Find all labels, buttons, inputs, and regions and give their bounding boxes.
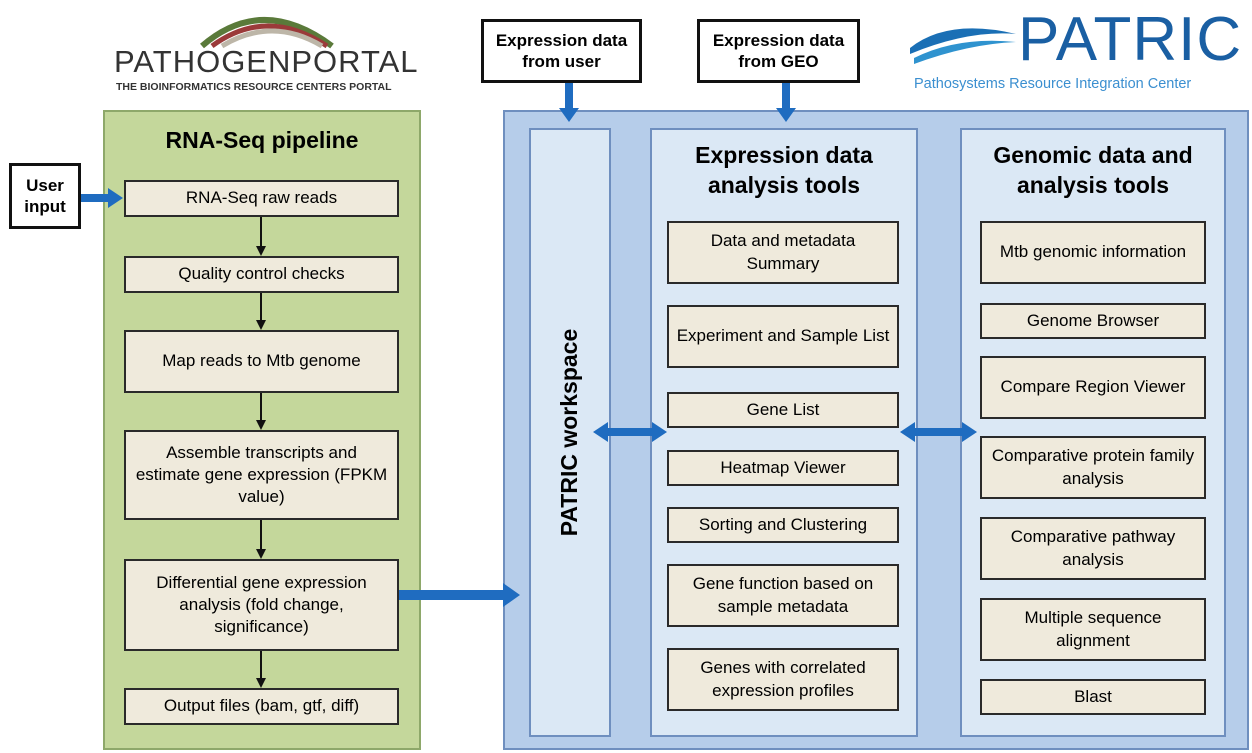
genomic-tool-msa: Multiple sequence alignment (980, 598, 1206, 661)
patric-name: PATRIC (1018, 5, 1243, 74)
rnaseq-step-raw-reads: RNA-Seq raw reads (124, 180, 399, 217)
rnaseq-step-output: Output files (bam, gtf, diff) (124, 688, 399, 725)
rnaseq-pipeline-title: RNA-Seq pipeline (165, 126, 359, 153)
genomic-tool-compare-region: Compare Region Viewer (980, 356, 1206, 419)
expr-tool-heatmap-viewer: Heatmap Viewer (667, 450, 899, 486)
rnaseq-step-differential: Differential gene expression analysis (f… (124, 559, 399, 651)
genomic-tool-mtb-info: Mtb genomic information (980, 221, 1206, 284)
pathogen-portal-name: PATHOGENPORTAL (114, 44, 419, 79)
pathogen-portal-logo: PATHOGENPORTAL THE BIOINFORMATICS RESOUR… (112, 4, 418, 94)
expr-tool-experiment-list: Experiment and Sample List (667, 305, 899, 368)
expression-from-geo-label: Expression data from GEO (712, 30, 845, 71)
expression-from-geo-box: Expression data from GEO (697, 19, 860, 83)
genomic-tool-blast: Blast (980, 679, 1206, 715)
user-input-label: User input (24, 175, 66, 216)
patric-swoosh-icon (910, 28, 1016, 64)
expression-from-user-label: Expression data from user (495, 30, 628, 71)
expr-tool-sorting-clustering: Sorting and Clustering (667, 507, 899, 543)
pathogen-portal-tagline: THE BIOINFORMATICS RESOURCE CENTERS PORT… (116, 81, 392, 93)
genomic-tool-protein-family: Comparative protein family analysis (980, 436, 1206, 499)
rnaseq-step-quality-control: Quality control checks (124, 256, 399, 293)
expr-tool-gene-function: Gene function based on sample metadata (667, 564, 899, 627)
expression-from-user-box: Expression data from user (481, 19, 642, 83)
patric-workspace-text: PATRIC workspace (556, 328, 583, 537)
patric-tagline: Pathosystems Resource Integration Center (914, 76, 1192, 92)
genomic-tool-genome-browser: Genome Browser (980, 303, 1206, 339)
patric-logo: PATRIC Pathosystems Resource Integration… (908, 5, 1248, 98)
expr-tool-data-summary: Data and metadata Summary (667, 221, 899, 284)
genomic-tool-pathway: Comparative pathway analysis (980, 517, 1206, 580)
expression-tools-panel (650, 128, 918, 737)
expr-tool-gene-list: Gene List (667, 392, 899, 428)
patric-workspace-label: PATRIC workspace (529, 128, 611, 737)
genomic-tools-title: Genomic data and analysis tools (993, 142, 1193, 198)
rnaseq-step-map-reads: Map reads to Mtb genome (124, 330, 399, 393)
user-input-box: User input (9, 163, 81, 229)
logo-arc-icon (200, 17, 334, 49)
expression-tools-title: Expression data analysis tools (695, 142, 873, 198)
rnaseq-step-assemble: Assemble transcripts and estimate gene e… (124, 430, 399, 520)
expr-tool-correlated-genes: Genes with correlated expression profile… (667, 648, 899, 711)
